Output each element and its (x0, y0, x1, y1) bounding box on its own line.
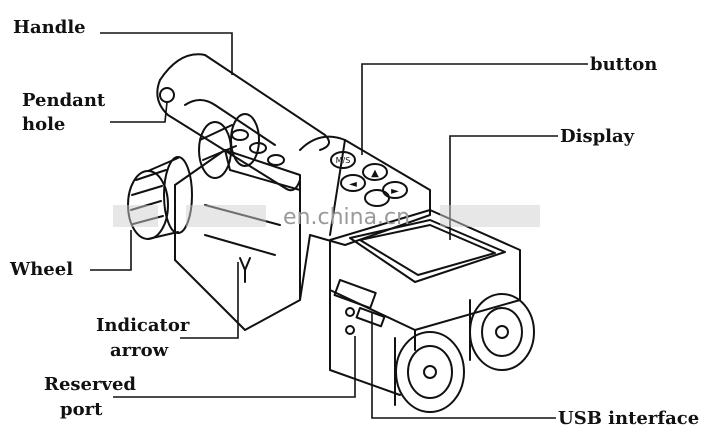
label-usb-interface: USB interface (558, 408, 700, 429)
pendant-hole-icon (159, 87, 175, 103)
leader-lines (90, 32, 588, 419)
leader-handle (100, 32, 233, 75)
handle (156, 53, 330, 192)
button-left-label: ◄ (349, 179, 357, 190)
label-reserved-port-line2: port (60, 399, 103, 420)
leader-indicator-arrow (180, 262, 239, 339)
button-up-label: ▲ (371, 168, 379, 179)
label-handle: Handle (13, 17, 86, 38)
display-housing (329, 209, 521, 396)
wheel-right-rear (469, 293, 535, 371)
button-ms-icon (330, 151, 356, 169)
leader-pendant-hole (110, 101, 168, 123)
button-up-icon (362, 163, 388, 181)
leader-usb-interface (371, 312, 556, 419)
wheel-right-front (394, 331, 465, 413)
wheel-left-rear (127, 156, 193, 240)
button-left-icon (340, 174, 366, 192)
indicator-arrow-icon (239, 257, 251, 283)
label-button: button (590, 54, 658, 75)
leader-button (361, 63, 588, 155)
label-wheel: Wheel (10, 259, 74, 280)
label-pendant-hole-line2: hole (22, 114, 66, 135)
usb-port-label-box (333, 279, 377, 310)
label-display: Display (560, 126, 635, 147)
button-ms-label: M/S (336, 156, 351, 165)
watermark-text: en.china.cn (283, 205, 410, 230)
label-indicator-arrow-line2: arrow (110, 340, 169, 361)
leader-reserved-port (113, 336, 356, 398)
label-reserved-port-line1: Reserved (44, 374, 136, 395)
watermark: en.china.cn (113, 205, 540, 230)
leader-wheel (90, 230, 132, 271)
label-indicator-arrow-line1: Indicator (96, 315, 190, 336)
label-pendant-hole-line1: Pendant (22, 90, 106, 111)
display-screen (349, 219, 506, 283)
button-right-label: ► (391, 186, 399, 197)
